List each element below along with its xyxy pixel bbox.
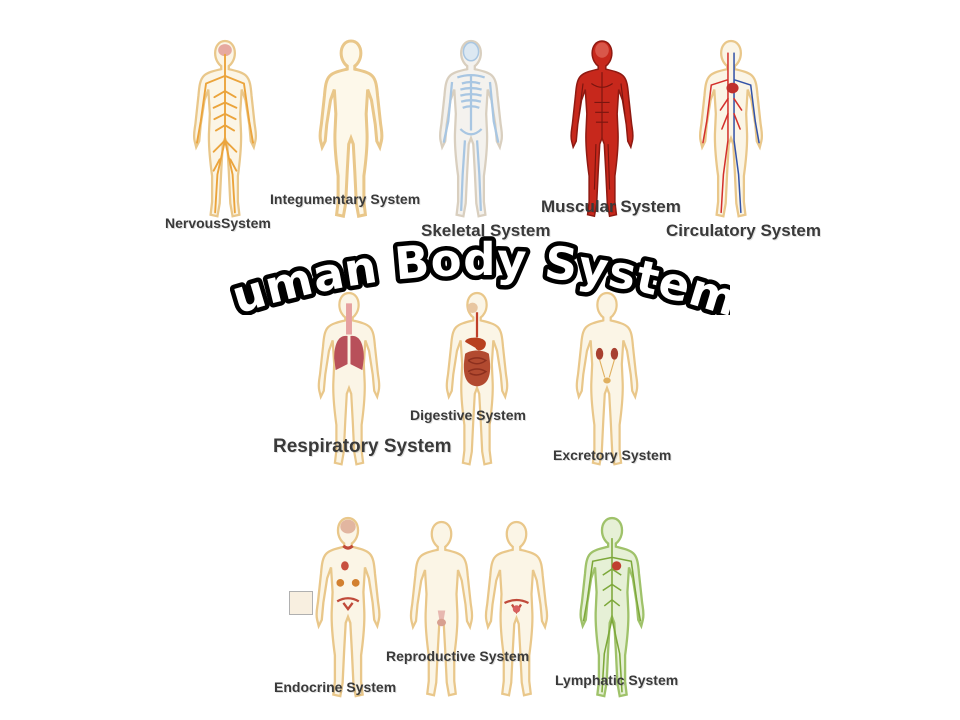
- digestive-system-body-icon: [445, 291, 509, 466]
- skeletal-system-body-icon: [438, 39, 504, 218]
- nervous-system-label: NervousSystem: [165, 215, 271, 231]
- muscular-system-body-icon: [570, 40, 634, 217]
- digestive-system-label: Digestive System: [410, 407, 526, 423]
- respiratory-system-body-icon: [317, 291, 381, 466]
- endocrine-system-body-icon: [315, 516, 381, 698]
- reproductive-system-body-icon: [409, 520, 549, 697]
- circulatory-system-body-icon: [698, 39, 764, 218]
- excretory-system-body-icon: [575, 291, 639, 466]
- respiratory-system-label: Respiratory System: [273, 436, 452, 457]
- muscular-system-label: Muscular System: [541, 197, 681, 216]
- lymphatic-system-label: Lymphatic System: [555, 672, 679, 688]
- skeletal-system-label: Skeletal System: [421, 221, 551, 240]
- circulatory-system-label: Circulatory System: [666, 221, 821, 240]
- integumentary-system-label: Integumentary System: [270, 191, 421, 207]
- excretory-system-label: Excretory System: [553, 447, 672, 463]
- nervous-system-body-icon: [192, 39, 258, 218]
- endocrine-system-label: Endocrine System: [274, 679, 397, 695]
- lymphatic-system-body-icon: [579, 516, 645, 698]
- reproductive-system-label: Reproductive System: [386, 648, 530, 664]
- thyroid-inset-icon: [289, 591, 313, 615]
